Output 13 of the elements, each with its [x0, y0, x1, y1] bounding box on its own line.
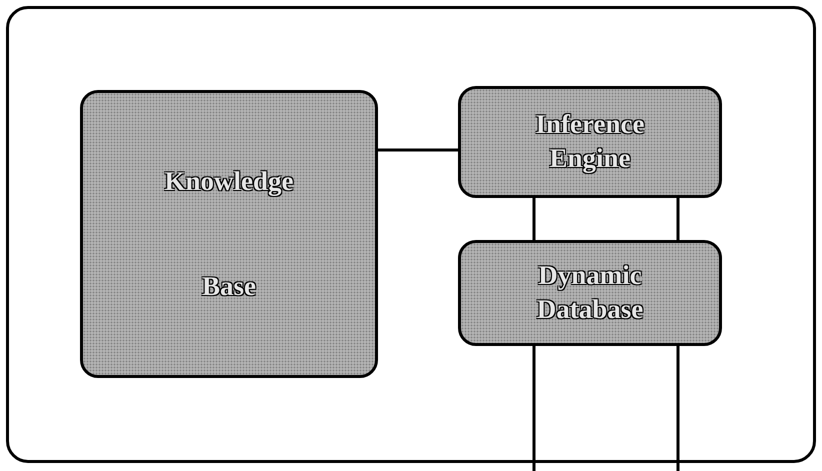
connector-line	[532, 198, 536, 240]
connector-line	[676, 198, 680, 240]
connector-line	[676, 346, 680, 471]
component-box	[458, 86, 722, 198]
connector-line	[532, 346, 536, 471]
component-box	[80, 90, 378, 378]
box-label: Inference Engine	[534, 108, 646, 175]
connector-line	[378, 148, 458, 152]
box-label: Dynamic Database	[536, 259, 644, 326]
box-label: Base	[201, 270, 257, 303]
container-box	[6, 6, 816, 463]
component-box	[458, 240, 722, 346]
box-label: Knowledge	[163, 164, 294, 198]
